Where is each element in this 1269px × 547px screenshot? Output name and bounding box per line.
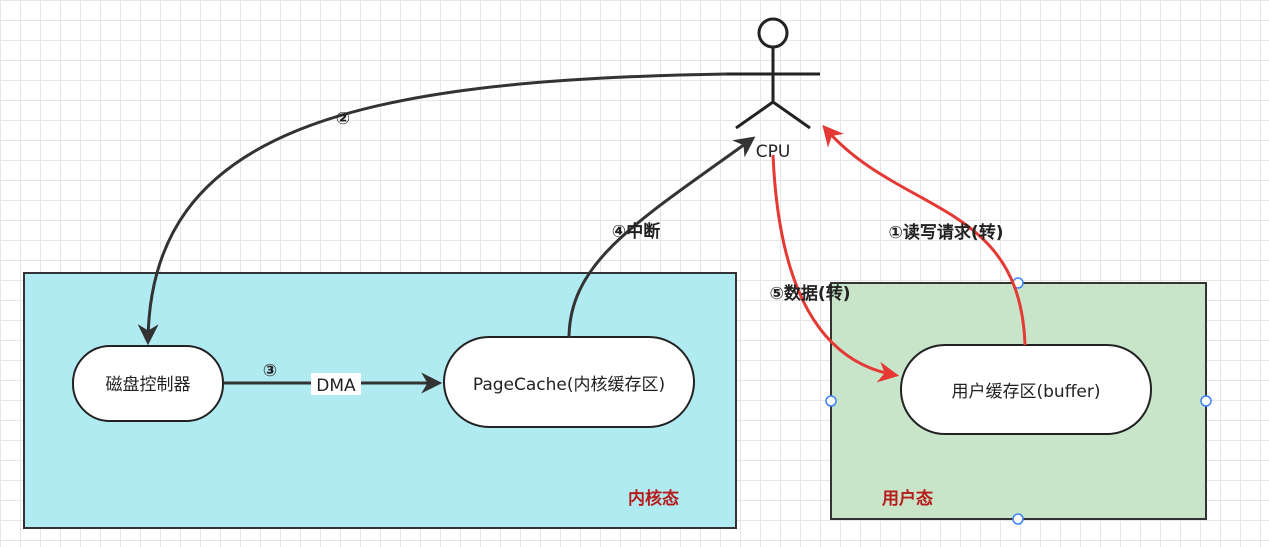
edge-step1-label: ①读写请求(转) xyxy=(889,222,1004,243)
edge-step2-arrow[interactable] xyxy=(137,72,728,346)
disk-controller-node[interactable]: 磁盘控制器 xyxy=(72,345,224,422)
selection-handle-right[interactable] xyxy=(1200,395,1212,407)
page-cache-node[interactable]: PageCache(内核缓存区) xyxy=(443,336,695,428)
edge-step3-sublabel: DMA xyxy=(316,376,356,396)
actor-left-leg-icon xyxy=(735,100,774,130)
edge-step3-label: ③ xyxy=(263,361,277,381)
actor-head-icon xyxy=(757,17,789,49)
selection-handle-left[interactable] xyxy=(825,395,837,407)
user-region-label: 用户态 xyxy=(882,488,933,509)
cpu-label: CPU xyxy=(756,142,791,162)
user-buffer-node[interactable]: 用户缓存区(buffer) xyxy=(900,344,1152,435)
edge-step3-sublabel-bg xyxy=(311,373,361,395)
edge-step2-label: ② xyxy=(336,109,350,129)
kernel-region-label: 内核态 xyxy=(628,488,679,509)
actor-right-leg-icon xyxy=(772,100,811,130)
disk-controller-label: 磁盘控制器 xyxy=(106,375,191,395)
edge-step4-arrow[interactable] xyxy=(567,136,756,338)
edge-step1-arrow[interactable] xyxy=(822,124,1027,346)
edge-step5-arrow[interactable] xyxy=(771,154,900,383)
edge-step4-label: ④中断 xyxy=(612,221,660,242)
user-buffer-label: 用户缓存区(buffer) xyxy=(952,382,1101,402)
page-cache-label: PageCache(内核缓存区) xyxy=(473,375,665,395)
selection-handle-bottom[interactable] xyxy=(1012,513,1024,525)
cpu-actor[interactable]: CPU xyxy=(727,17,820,162)
edge-step5-label: ⑤数据(转) xyxy=(770,283,851,304)
